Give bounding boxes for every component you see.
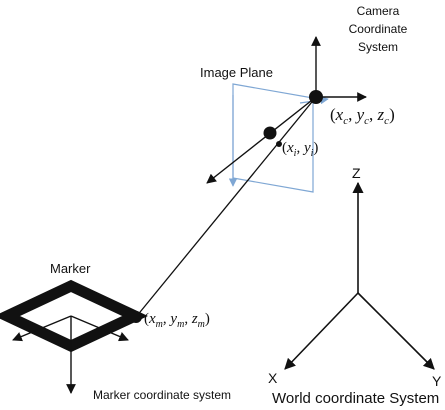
camera-label-line3: System xyxy=(358,40,398,54)
world-x-axis xyxy=(284,292,359,370)
world-y-axis xyxy=(357,292,435,370)
marker-left-axis xyxy=(12,315,72,342)
camera-center-point xyxy=(309,90,323,104)
world-y-label: Y xyxy=(432,373,442,389)
camera-coordinates-label: (xc, yc, zc) xyxy=(330,105,395,127)
camera-axes xyxy=(206,36,367,184)
marker-coordinates-label: (xm, ym, zm) xyxy=(144,311,210,330)
image-coordinates-label: (xi, yi) xyxy=(282,140,318,159)
marker-coordinate-system-label: Marker coordinate system xyxy=(93,388,231,402)
camera-optical-axis xyxy=(206,96,317,184)
image-plane-label: Image Plane xyxy=(200,65,273,80)
world-coordinate-system-label: World coordinate System xyxy=(272,390,439,407)
projection-ray xyxy=(135,96,317,318)
camera-label-line1: Camera xyxy=(357,4,400,18)
marker-label: Marker xyxy=(50,261,91,276)
image-point xyxy=(276,141,282,147)
world-z-label: Z xyxy=(352,165,361,181)
world-axes xyxy=(284,181,435,370)
marker-axes xyxy=(12,315,129,394)
camera-label-line2: Coordinate xyxy=(349,22,408,36)
world-x-label: X xyxy=(268,370,278,386)
marker-right-axis xyxy=(70,315,129,342)
lens-point xyxy=(263,126,277,140)
